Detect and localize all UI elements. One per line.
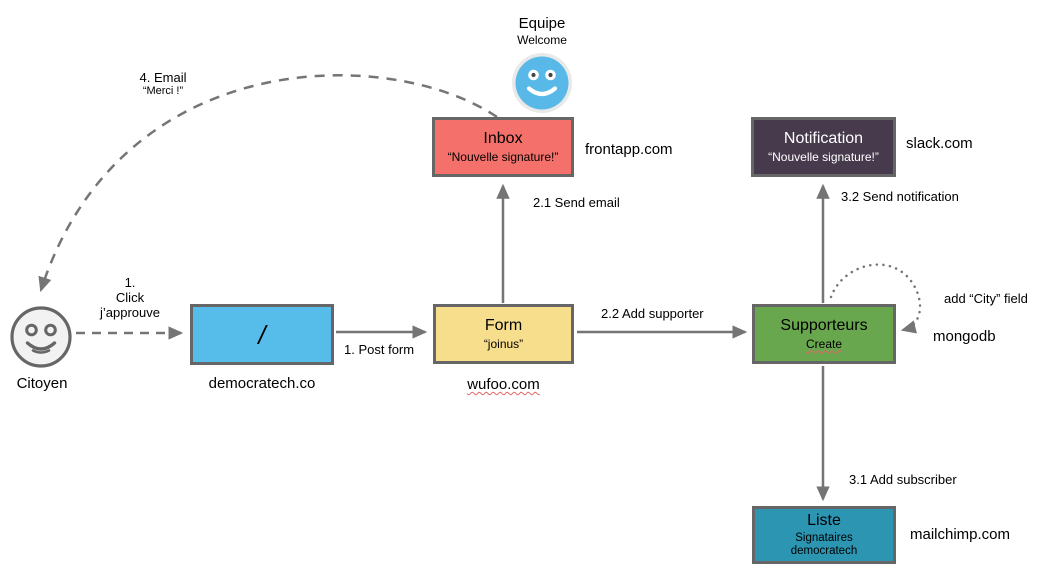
edge-label-click-line2: Click: [115, 290, 145, 305]
label-wufoo-com: wufoo.com: [433, 376, 574, 393]
node-inbox[interactable]: Inbox “Nouvelle signature!”: [432, 117, 574, 177]
label-equipe: Equipe: [518, 15, 566, 32]
edge-label-post-form: 1. Post form: [344, 342, 415, 357]
label-democratech-co: democratech.co: [208, 375, 316, 392]
label-mailchimp-com: mailchimp.com: [910, 526, 1011, 543]
node-inbox-subtitle: “Nouvelle signature!”: [447, 149, 559, 164]
edge-label-email-line2: “Merci !”: [142, 85, 184, 97]
equipe-smiley-icon[interactable]: [511, 52, 573, 114]
label-equipe-welcome: Welcome: [517, 33, 567, 47]
edge-label-add-city-field: add “City” field: [944, 291, 1028, 306]
edge-label-email-line1: 4. Email: [139, 70, 187, 85]
node-liste[interactable]: Liste Signataires democratech: [752, 506, 896, 564]
node-inbox-title: Inbox: [483, 129, 523, 147]
label-wufoo-text: wufoo.com: [467, 376, 540, 393]
edge-label-click-line3: j’approuve: [100, 305, 160, 320]
node-liste-line1: Signataires: [795, 531, 853, 544]
edge-mongodb-loop-arrow: [829, 263, 922, 334]
edge-label-add-supporter: 2.2 Add supporter: [601, 306, 704, 321]
edge-label-send-notification: 3.2 Send notification: [841, 189, 959, 204]
edge-email-thanks-arrow: [38, 74, 498, 293]
edge-label-click-line1: 1.: [124, 275, 136, 290]
edge-label-send-email: 2.1 Send email: [533, 195, 620, 210]
label-citoyen: Citoyen: [16, 375, 68, 392]
edge-label-email-thanks: 4. Email “Merci !”: [113, 70, 213, 97]
node-homepage-title: /: [258, 319, 266, 350]
node-form[interactable]: Form “joinus”: [433, 304, 574, 364]
edge-label-click: 1. Click j’approuve: [90, 275, 170, 320]
edge-label-add-subscriber: 3.1 Add subscriber: [849, 472, 957, 487]
label-frontapp-com: frontapp.com: [585, 141, 673, 158]
label-slack-com: slack.com: [906, 135, 973, 152]
node-notification-title: Notification: [783, 129, 864, 147]
node-supporteurs-subtitle: Create: [805, 336, 843, 351]
node-form-title: Form: [484, 316, 523, 334]
node-liste-line2: democratech: [790, 545, 858, 558]
node-homepage[interactable]: /: [190, 304, 334, 365]
node-liste-title: Liste: [807, 511, 841, 529]
label-mongodb: mongodb: [933, 328, 996, 345]
node-notification[interactable]: Notification “Nouvelle signature!”: [751, 117, 896, 177]
citoyen-smiley-icon[interactable]: [9, 305, 73, 369]
node-supporteurs[interactable]: Supporteurs Create: [752, 304, 896, 364]
node-supporteurs-title: Supporteurs: [780, 316, 868, 334]
node-notification-subtitle: “Nouvelle signature!”: [768, 149, 879, 164]
node-form-subtitle: “joinus”: [483, 336, 524, 351]
